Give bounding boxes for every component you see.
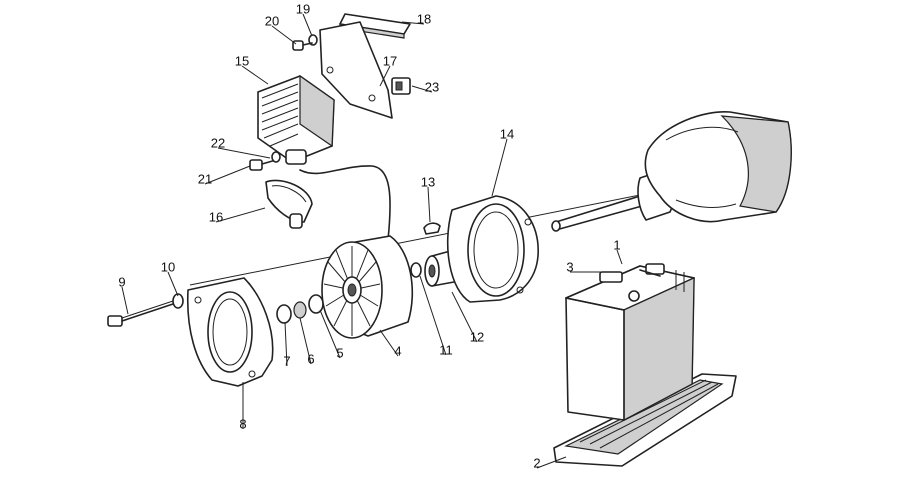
part-16-rubber-cap <box>265 179 313 229</box>
callout-14: 14 <box>500 126 514 141</box>
part-7-spacer <box>276 304 292 324</box>
callout-13: 13 <box>421 174 435 189</box>
leader-lines <box>121 13 623 469</box>
leader-line-2 <box>536 456 567 469</box>
assembly-axis-line <box>189 194 641 286</box>
part-1-battery <box>565 263 695 421</box>
leader-line-22 <box>217 147 271 159</box>
callout-3: 3 <box>566 259 573 274</box>
callout-16: 16 <box>209 209 223 224</box>
callout-2: 2 <box>533 455 540 470</box>
part-2-battery-tray <box>553 373 737 467</box>
callout-17: 17 <box>383 53 397 68</box>
callout-10: 10 <box>161 259 175 274</box>
callout-7: 7 <box>283 353 290 368</box>
part-13-key <box>423 222 441 235</box>
leader-line-1 <box>616 249 623 265</box>
leader-line-14 <box>491 138 508 197</box>
part-17-bracket <box>319 21 393 119</box>
callout-19: 19 <box>296 1 310 16</box>
leader-line-10 <box>167 271 179 297</box>
callout-8: 8 <box>239 416 246 431</box>
leader-line-18 <box>401 21 425 25</box>
callout-5: 5 <box>336 345 343 360</box>
crankshaft <box>551 111 792 232</box>
callout-22: 22 <box>211 135 225 150</box>
leader-line-13 <box>427 186 431 223</box>
leader-line-15 <box>241 65 269 85</box>
leader-line-12 <box>451 291 478 343</box>
leader-line-4 <box>379 329 399 357</box>
leader-line-11 <box>419 275 447 356</box>
leader-line-16 <box>215 207 266 223</box>
callout-23: 23 <box>425 79 439 94</box>
part-9-long-bolt <box>107 299 177 327</box>
leader-line-9 <box>121 286 129 315</box>
part-5-bearing <box>308 294 324 314</box>
callout-1: 1 <box>613 237 620 252</box>
part-14-rear-housing <box>446 195 539 303</box>
part-21-22-bolt-washer <box>249 151 281 171</box>
callout-21: 21 <box>198 171 212 186</box>
part-23-connector <box>391 77 411 95</box>
part-4-rotor <box>321 235 414 339</box>
callout-11: 11 <box>439 342 453 357</box>
callout-6: 6 <box>307 351 314 366</box>
callout-9: 9 <box>118 274 125 289</box>
part-11-o-ring <box>410 262 422 278</box>
callout-20: 20 <box>265 13 279 28</box>
part-8-front-cover <box>186 277 274 387</box>
callout-12: 12 <box>470 329 484 344</box>
leader-line-21 <box>204 165 251 185</box>
leader-line-20 <box>271 25 297 45</box>
callout-4: 4 <box>394 343 401 358</box>
leader-line-23 <box>411 85 433 93</box>
leader-line-6 <box>299 317 312 365</box>
leader-line-19 <box>302 13 313 37</box>
leader-line-17 <box>379 65 391 87</box>
callout-18: 18 <box>417 11 431 26</box>
leader-line-7 <box>284 321 288 367</box>
part-15-regulator <box>257 74 335 165</box>
part-19-20-screw-washer <box>292 34 318 51</box>
part-10-washer <box>172 293 184 309</box>
callout-15: 15 <box>235 53 249 68</box>
leader-line-5 <box>319 309 341 359</box>
part-6-washer <box>293 301 307 319</box>
